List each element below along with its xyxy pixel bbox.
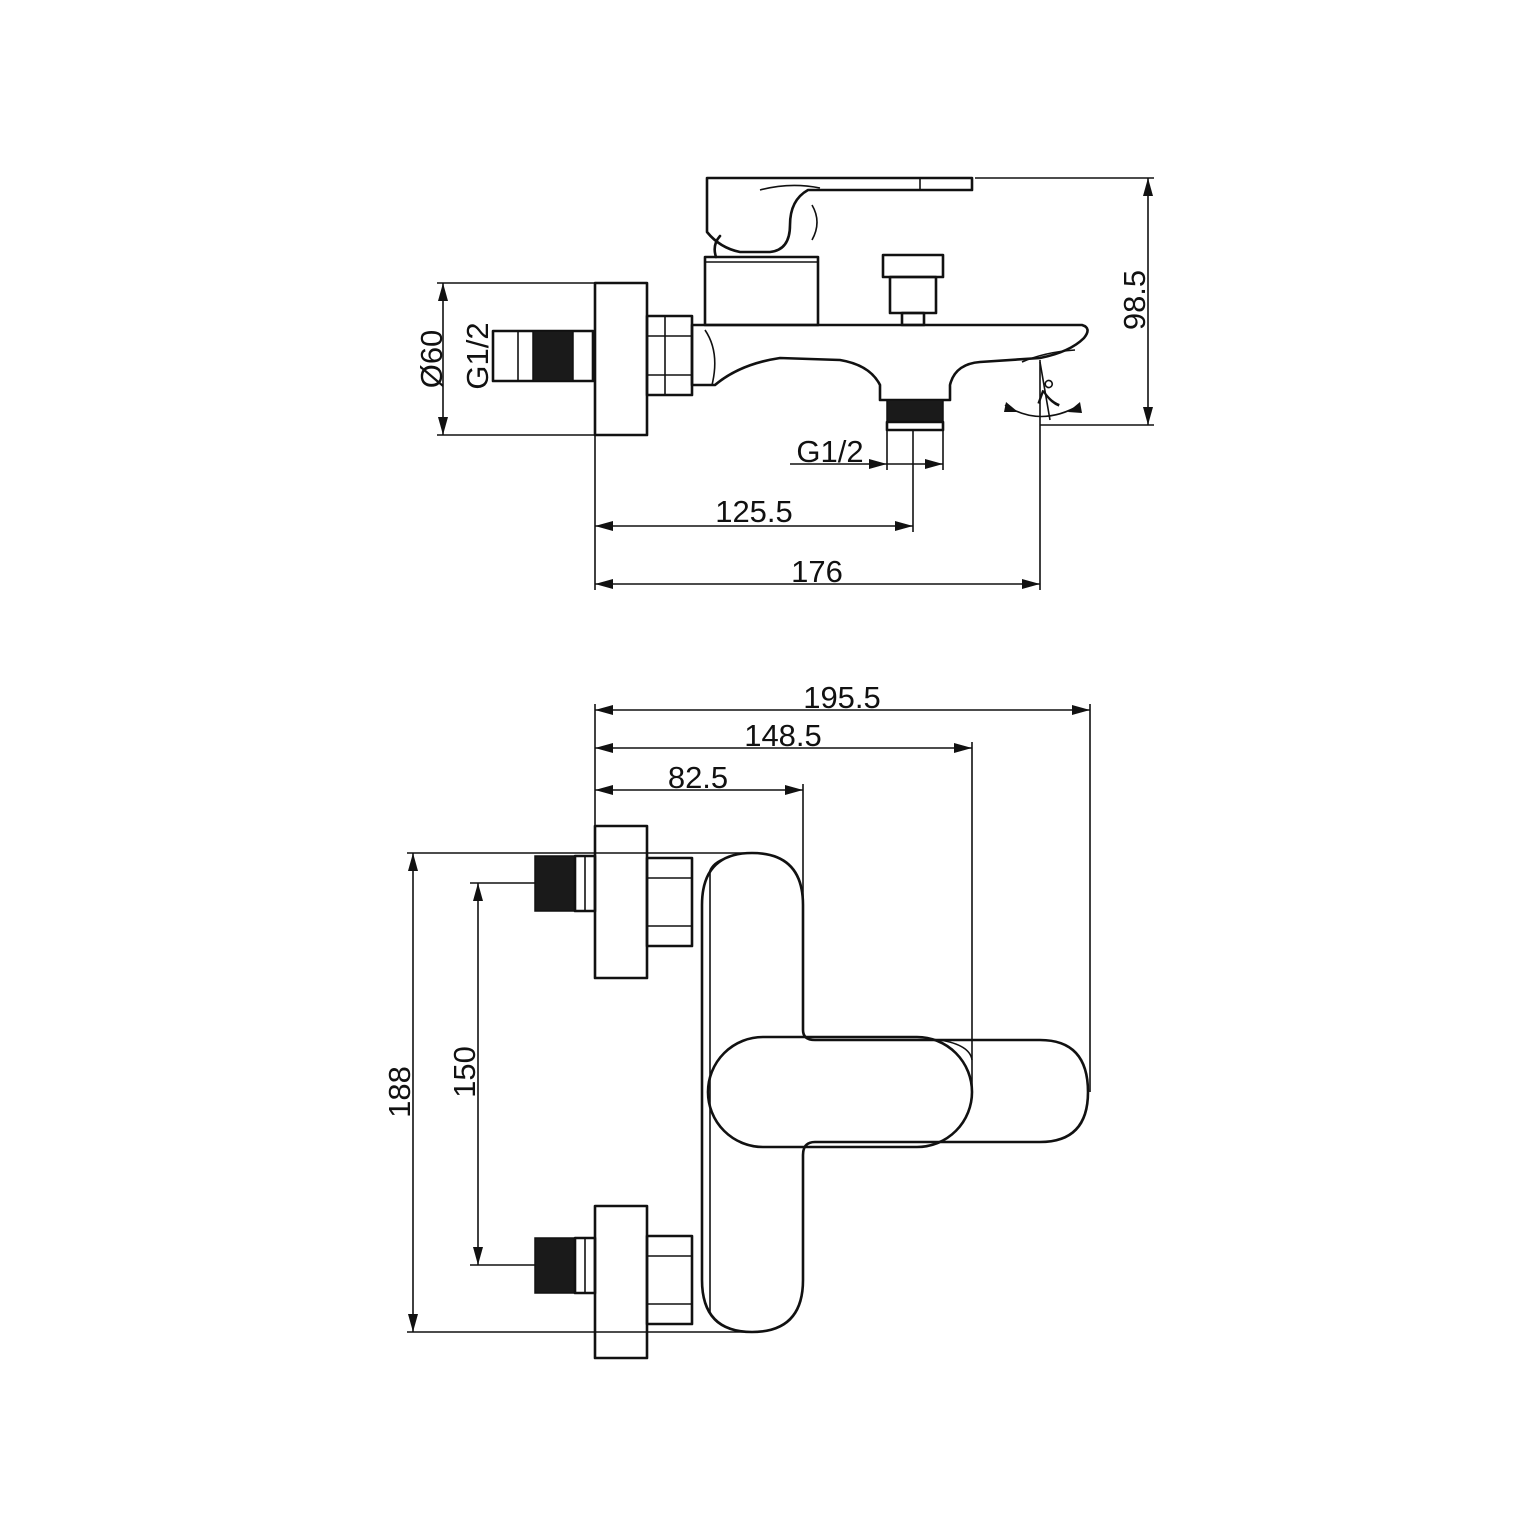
dim-diameter-label: Ø60 [414, 330, 449, 389]
dim-total-width [594, 704, 1091, 1092]
dim-body-reach-label: 82.5 [668, 760, 728, 795]
hex-nut [645, 314, 694, 397]
faucet-body [690, 323, 1089, 402]
lower-inlet-thread [534, 1237, 576, 1294]
dim-inlet-spacing-label: 150 [447, 1046, 482, 1098]
dim-outlet-distance [594, 430, 914, 590]
dim-total-height-label: 188 [382, 1066, 417, 1118]
lower-inlet-connector [534, 1234, 694, 1326]
dim-inlet-spacing [470, 882, 535, 1266]
inlet-connector [491, 329, 595, 383]
upper-inlet-connector [534, 854, 694, 948]
cartridge-housing [703, 255, 820, 327]
dim-total-depth-label: 176 [791, 554, 843, 589]
faucet-body-top [700, 851, 1090, 1334]
side-view: 98.5 Ø60 G1/2 G1/2 [414, 176, 1154, 590]
dim-height [975, 177, 1154, 426]
lever-paddle [706, 1035, 974, 1149]
dim-height-label: 98.5 [1117, 270, 1152, 330]
dim-outlet-thread [790, 430, 944, 470]
dim-diameter [437, 282, 595, 436]
dim-outlet-distance-label: 125.5 [715, 494, 793, 529]
outlet-connector [885, 399, 945, 432]
dim-inlet-thread-label: G1/2 [460, 322, 495, 389]
dim-lever-reach [595, 742, 973, 1092]
upper-wall-plate [593, 824, 649, 980]
dim-body-reach [595, 784, 804, 905]
diverter-knob [881, 253, 945, 327]
spout-angle-mark [1004, 360, 1082, 425]
lever-handle [705, 176, 974, 259]
upper-inlet-thread [534, 855, 576, 912]
wall-plate [593, 281, 649, 437]
lower-wall-plate [593, 1204, 649, 1360]
dim-total-depth [595, 425, 1041, 590]
inlet-thread [532, 330, 574, 382]
dim-spout-angle-label: 7° [1031, 374, 1074, 414]
spout-opening [1021, 349, 1076, 363]
dim-total-width-label: 195.5 [803, 680, 881, 715]
dim-total-height [407, 852, 752, 1333]
dim-outlet-thread-label: G1/2 [796, 434, 863, 469]
outlet-thread [886, 399, 944, 423]
top-view: 195.5 148.5 82.5 188 [382, 680, 1091, 1360]
dim-lever-reach-label: 148.5 [744, 718, 822, 753]
